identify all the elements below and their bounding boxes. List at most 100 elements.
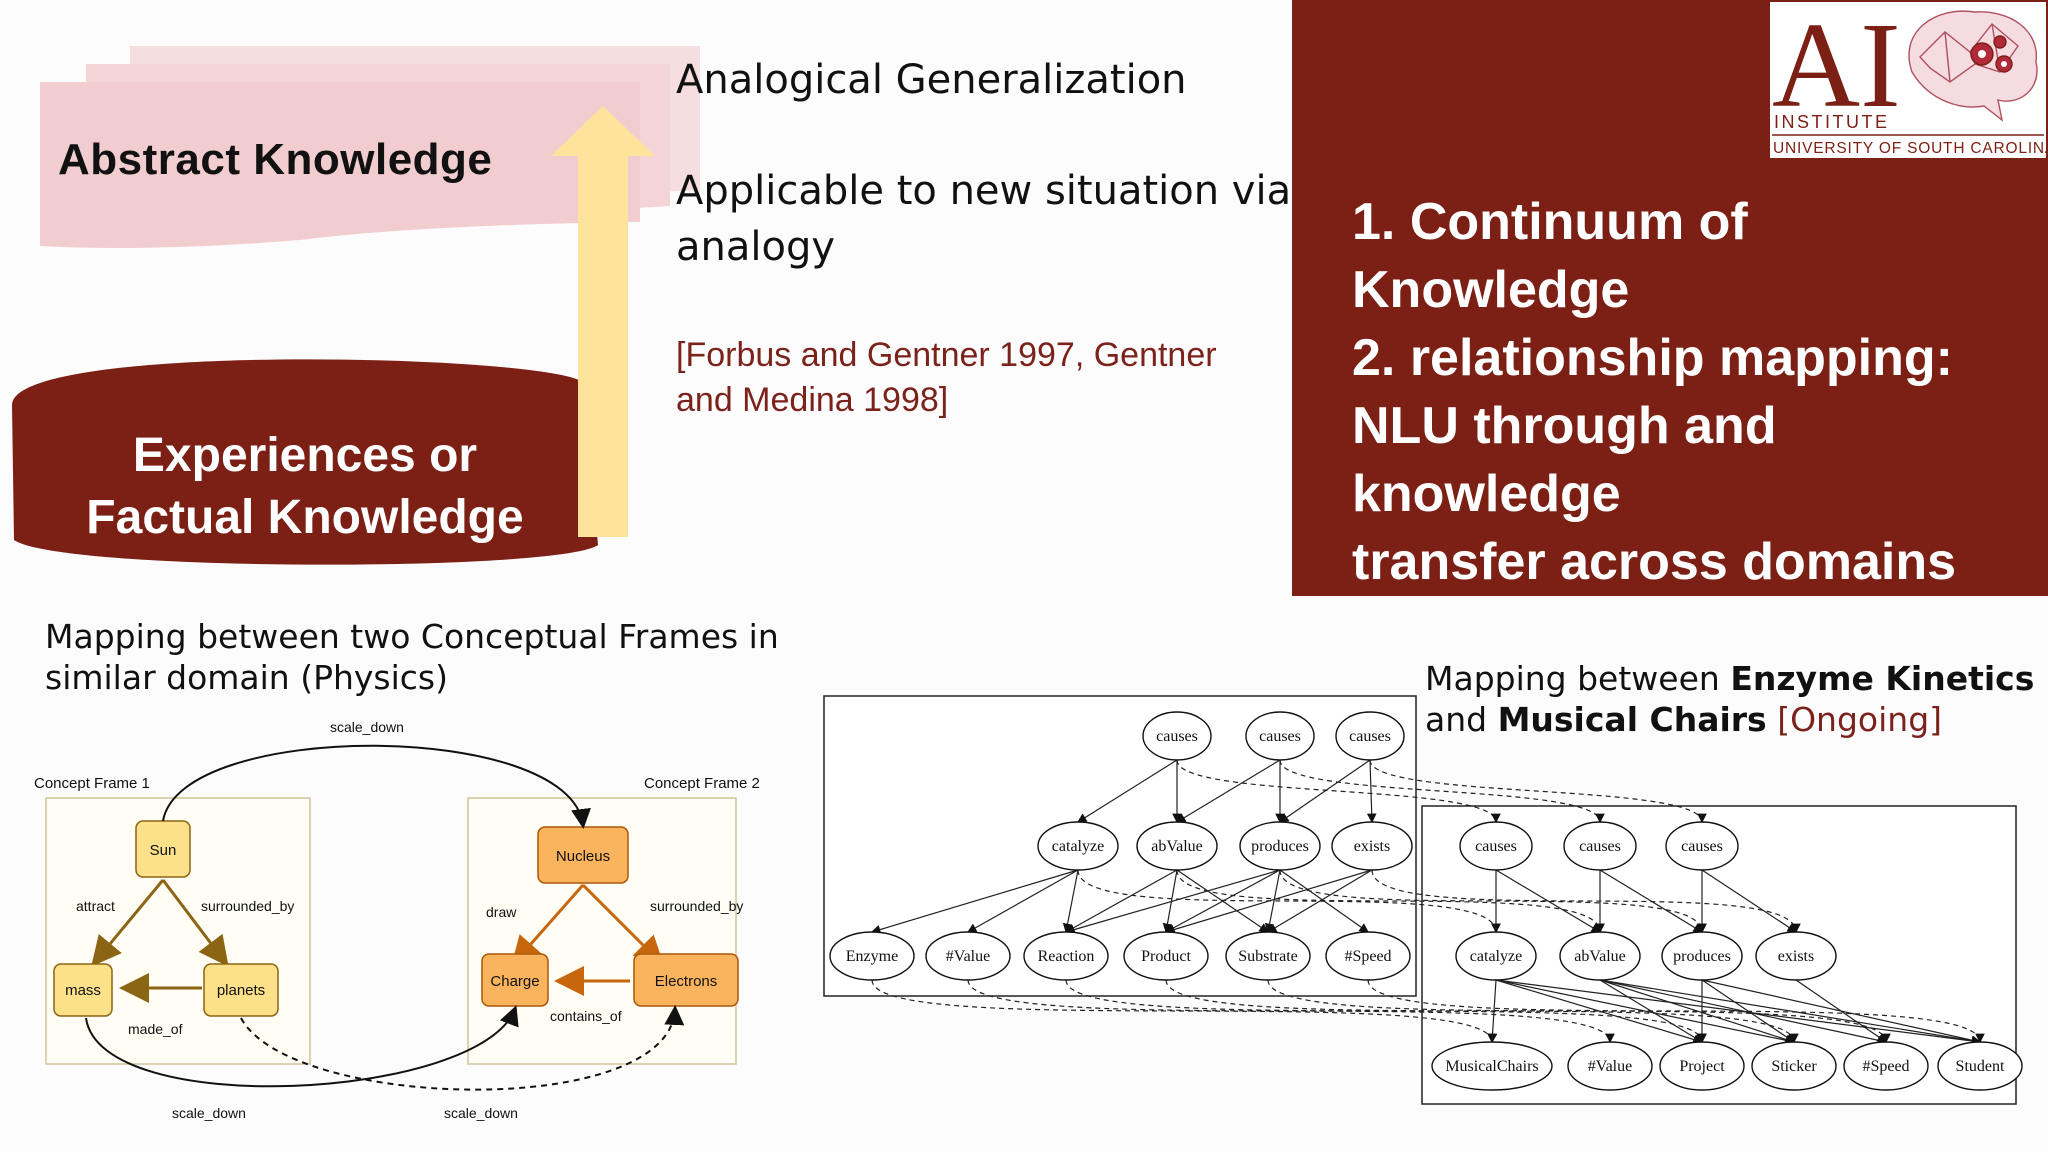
graph-node-shape xyxy=(1431,1041,1553,1091)
mapping-edge xyxy=(871,979,1497,1044)
logo-letters: AI xyxy=(1772,2,1901,133)
graph-node-label: exists xyxy=(1778,948,1814,965)
graph-node-shape xyxy=(1123,931,1209,981)
graph-node: #Value xyxy=(925,931,1011,981)
brain-gears-icon xyxy=(1908,10,2038,122)
applicable-text-line2: analogy xyxy=(676,224,836,270)
graph-node-shape xyxy=(1325,931,1411,981)
charge-label: Charge xyxy=(490,973,539,990)
graph-node-shape xyxy=(1225,931,1311,981)
experience-label: Experiences or Factual Knowledge xyxy=(80,425,530,549)
electrons-label: Electrons xyxy=(655,973,718,990)
experience-label-line1: Experiences or xyxy=(132,429,478,482)
graph-edge xyxy=(1279,759,1371,823)
frame2-label: Concept Frame 2 xyxy=(644,775,760,792)
graph-node-shape xyxy=(1755,931,1837,981)
surrounded-by-label-1: surrounded_by xyxy=(201,898,294,914)
mapping-edge xyxy=(1367,979,1985,1044)
graph-node-label: causes xyxy=(1349,728,1391,745)
logo-university: UNIVERSITY OF SOUTH CAROLINA xyxy=(1773,140,2046,157)
graph-node-label: #Value xyxy=(1588,1058,1632,1075)
graph-node: MusicalChairs xyxy=(1431,1041,1553,1091)
graph-node-label: catalyze xyxy=(1470,948,1522,965)
graph-node-label: causes xyxy=(1579,838,1621,855)
graph-node-label: causes xyxy=(1475,838,1517,855)
graph-node: Student xyxy=(1937,1041,2023,1091)
panel-item-3: NLU through and knowledge xyxy=(1352,397,1777,523)
graph-edge xyxy=(1599,979,1982,1046)
graph-node-label: Product xyxy=(1141,948,1191,965)
graph-node-label: #Speed xyxy=(1344,948,1391,965)
panel-item-1: 1. Continuum of Knowledge xyxy=(1352,193,1748,319)
mass-charge-mapping xyxy=(85,1005,519,1088)
graph-node-label: Student xyxy=(1956,1058,2005,1075)
graph-edge xyxy=(1495,979,1982,1046)
graph-edge xyxy=(1495,979,1796,1045)
enzyme-caption-and: and xyxy=(1425,700,1498,739)
citation: [Forbus and Gentner 1997, Gentner and Me… xyxy=(676,333,1236,423)
enzyme-caption-line2: and Musical Chairs [Ongoing] xyxy=(1425,699,2034,740)
graph-node-shape xyxy=(1142,711,1212,761)
panel-list: 1. Continuum of Knowledge 2. relationshi… xyxy=(1352,188,2032,596)
mapping-edge xyxy=(1279,869,1707,934)
graph-edge xyxy=(1366,759,1377,824)
graph-node-label: #Value xyxy=(946,948,990,965)
graph-node-label: abValue xyxy=(1151,838,1203,855)
graph-node-label: produces xyxy=(1251,838,1309,855)
graph-node: causes xyxy=(1665,821,1739,871)
contains-of-label: contains_of xyxy=(550,1008,622,1024)
graph-node-shape xyxy=(1037,821,1119,871)
graph-node-shape xyxy=(1459,821,1533,871)
mapping-edge xyxy=(1176,869,1605,934)
graph-node-shape xyxy=(1331,821,1413,871)
enzyme-caption-line1: Mapping between Enzyme Kinetics xyxy=(1425,658,2034,699)
graph-node: Reaction xyxy=(1023,931,1109,981)
graph-node: Substrate xyxy=(1225,931,1311,981)
graph-edge xyxy=(1175,759,1281,823)
surrounded-by-label-2: surrounded_by xyxy=(650,898,743,914)
graph-node-shape xyxy=(1937,1041,2023,1091)
graph-node: Project xyxy=(1659,1041,1745,1091)
generalization-arrow xyxy=(551,106,655,537)
frame1-label: Concept Frame 1 xyxy=(34,775,150,792)
graph-node-shape xyxy=(1335,711,1405,761)
sun-label: Sun xyxy=(150,842,177,859)
graph-node-label: Substrate xyxy=(1238,948,1298,965)
experience-cylinder xyxy=(12,359,598,565)
graph-node-shape xyxy=(1661,931,1743,981)
graph-node: catalyze xyxy=(1455,931,1537,981)
graph-node: catalyze xyxy=(1037,821,1119,871)
graph-edge xyxy=(1064,869,1281,935)
graph-node: #Speed xyxy=(1325,931,1411,981)
citation-line1: [Forbus and Gentner 1997, Gentner xyxy=(676,336,1217,374)
graph-node-shape xyxy=(1023,931,1109,981)
graph-node: causes xyxy=(1245,711,1315,761)
graph-node-shape xyxy=(1136,821,1218,871)
attract-label: attract xyxy=(76,898,115,914)
abstract-card-front xyxy=(40,82,640,248)
graph-node-shape xyxy=(1659,1041,1745,1091)
graph-node-label: MusicalChairs xyxy=(1445,1058,1538,1075)
graph-node-label: Enzyme xyxy=(846,948,898,965)
graph-node-label: causes xyxy=(1681,838,1723,855)
enzyme-caption-bold2: Musical Chairs xyxy=(1497,700,1767,739)
enzyme-caption-ongoing: [Ongoing] xyxy=(1777,700,1943,739)
graph-node-label: exists xyxy=(1354,838,1390,855)
graph-edge xyxy=(1795,979,1887,1043)
mapping-edge xyxy=(1369,759,1707,824)
graph-edge xyxy=(1599,869,1704,933)
sun-nucleus-mapping xyxy=(162,744,591,829)
graph-node: causes xyxy=(1459,821,1533,871)
graph-node-shape xyxy=(1843,1041,1929,1091)
graph-node: Sticker xyxy=(1751,1041,1837,1091)
graph-node-shape xyxy=(1455,931,1537,981)
analogical-generalization-text: Analogical Generalization xyxy=(676,57,1187,103)
graph-edge xyxy=(1064,869,1178,933)
nucleus-label: Nucleus xyxy=(556,848,610,865)
enzyme-caption-prefix: Mapping between xyxy=(1425,659,1731,698)
mapping-edge xyxy=(1279,759,1605,824)
node-mass xyxy=(53,963,113,1017)
physics-caption: Mapping between two Conceptual Frames in… xyxy=(45,616,779,698)
graph-node-label: causes xyxy=(1259,728,1301,745)
